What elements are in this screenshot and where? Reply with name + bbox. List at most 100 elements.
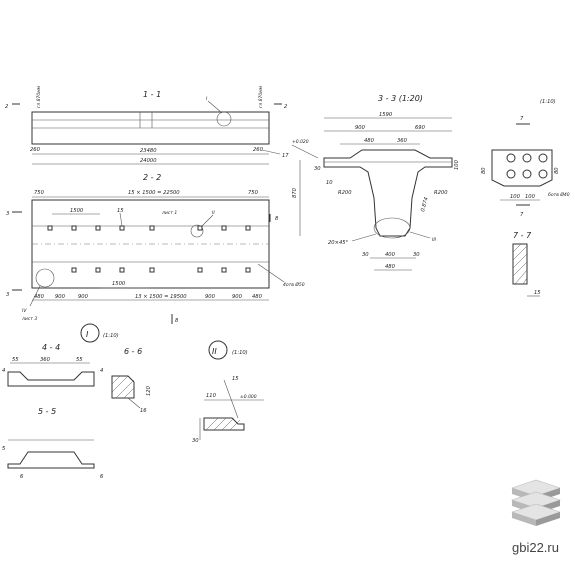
- dim-100-left: 100: [510, 194, 521, 200]
- vertical-note-left: гл 870мм: [36, 85, 42, 108]
- end-view: (1:10) 7 80 80 100 100 6отв Ø40 7: [481, 99, 570, 218]
- callout-label-3: III: [432, 237, 437, 243]
- callout-circle-2: [190, 224, 204, 238]
- brand-watermark[interactable]: gbi22.ru: [512, 540, 559, 555]
- label-holes-end: 6отв Ø40: [548, 191, 570, 198]
- dim-10: 10: [326, 180, 333, 186]
- profile-5-5: [7, 451, 95, 469]
- dim-900-2: 900: [78, 294, 89, 300]
- dim-15: 15: [117, 208, 124, 214]
- section-mark-7-top: 7: [520, 116, 524, 122]
- dim-15-detail: 15: [232, 376, 239, 382]
- dim-15-end: 15: [534, 290, 541, 296]
- dim-total-length: 24000: [140, 158, 157, 164]
- detail-2-scale: (1:10): [232, 350, 248, 356]
- dim-1590: 1590: [379, 112, 393, 118]
- dim-55-left: 55: [12, 357, 19, 363]
- title-section-6-6: 6 - 6: [124, 347, 142, 356]
- end-view-holes: [506, 153, 548, 179]
- section-mark-2-left: 2: [5, 104, 8, 110]
- title-section-4-4: 4 - 4: [42, 343, 60, 352]
- cross-section-3-3: 3 - 3 (1:20) 1590 900 690 480 360 +0.020…: [291, 94, 460, 271]
- dim-690: 690: [415, 125, 426, 131]
- section-mark-8-top: 8: [275, 216, 279, 222]
- label-sheet-3: лист 3: [21, 316, 37, 322]
- dim-480-top: 480: [364, 138, 375, 144]
- dim-slope: 0.874: [420, 197, 430, 213]
- callout-circle-4: [35, 268, 55, 288]
- dim-end-right: 260: [253, 147, 264, 153]
- dim-1500-bottom: 1500: [112, 281, 126, 287]
- dim-100-right: 100: [525, 194, 536, 200]
- dim-900-1: 900: [55, 294, 66, 300]
- section-mark-7-bottom: 7: [520, 212, 524, 218]
- dim-r200-left: R200: [338, 190, 352, 196]
- dim-360-detail: 360: [40, 357, 51, 363]
- dim-30-detail: 30: [192, 438, 199, 444]
- dim-750-right: 750: [248, 190, 259, 196]
- level-0000: ±0.000: [240, 394, 257, 400]
- dim-55-right: 55: [76, 357, 83, 363]
- detail-2-label: II: [212, 347, 217, 356]
- level-0020: +0.020: [292, 139, 309, 145]
- dim-400: 400: [385, 252, 396, 258]
- section-7-7: 7 - 7 15: [512, 231, 541, 297]
- section-mark-5: 5: [2, 446, 6, 452]
- dim-1500: 1500: [70, 208, 84, 214]
- dim-900-4: 900: [232, 294, 243, 300]
- dim-chamfer: 20×45°: [328, 240, 349, 246]
- tbeam-profile: [323, 149, 453, 237]
- callout-ellipse-3: [373, 217, 411, 239]
- dim-120: 120: [146, 385, 152, 396]
- dim-r200-right: R200: [434, 190, 448, 196]
- dim-80-right: 80: [554, 167, 560, 174]
- dim-end-left: 260: [30, 147, 41, 153]
- detail-1-scale: (1:10): [103, 333, 119, 339]
- dim-480-bottom: 480: [385, 264, 396, 270]
- section-mark-4-left: 4: [2, 368, 5, 374]
- detail-1: I (1:10) 4 - 4 55 360 55 4 4 6 - 6 120 1…: [2, 323, 152, 480]
- dim-plan-bottom: 13 × 1500 = 19500: [135, 294, 187, 300]
- dim-6: 6: [100, 474, 104, 480]
- profile-detail-2: [203, 417, 245, 431]
- section-mark-8-bottom: 8: [175, 318, 179, 324]
- detail-1-circle: [80, 323, 100, 343]
- dim-80-left: 80: [481, 167, 487, 174]
- dim-30-right: 30: [413, 252, 420, 258]
- elevation-1-1: 1 - 1 I 2 2 гл 870мм гл 870мм 260 260 23…: [5, 85, 289, 165]
- title-section-5-5: 5 - 5: [38, 407, 56, 416]
- dim-900: 900: [355, 125, 366, 131]
- profile-4-4: [7, 371, 95, 387]
- dim-480-right: 480: [252, 294, 263, 300]
- profile-6-6: [111, 375, 135, 399]
- title-section-7-7: 7 - 7: [513, 231, 532, 240]
- end-view-outline: [491, 149, 553, 187]
- hatch-7-7: [512, 243, 528, 285]
- dim-480-left: 480: [34, 294, 45, 300]
- dim-plan-top: 15 × 1500 = 22500: [128, 190, 180, 196]
- title-section-2-2: 2 - 2: [143, 173, 161, 182]
- section-mark-3-bottom: 3: [6, 292, 9, 298]
- callout-label-1: I: [206, 96, 208, 102]
- end-view-scale: (1:10): [540, 99, 556, 105]
- dim-16: 16: [140, 408, 147, 414]
- label-holes: 4отв Ø50: [283, 281, 305, 288]
- plan-plates-top: [47, 225, 251, 231]
- callout-label-2: II: [212, 210, 215, 216]
- dim-870: 870: [292, 187, 298, 198]
- callout-label-4: IV: [22, 308, 27, 314]
- label-17: 17: [282, 153, 289, 159]
- dim-inner-length: 23480: [140, 148, 157, 154]
- plan-2-2: 2 - 2 750 15 × 1500 = 22500 750: [6, 173, 305, 324]
- section-mark-4-right: 4: [100, 368, 103, 374]
- dim-360: 360: [397, 138, 408, 144]
- title-section-1-1: 1 - 1: [143, 90, 161, 99]
- detail-2: II (1:10) 15 ±0.000 110 30: [192, 340, 264, 444]
- section-mark-2-right: 2: [284, 104, 287, 110]
- detail-2-circle: [208, 340, 228, 360]
- dim-900-3: 900: [205, 294, 216, 300]
- plan-plates-bottom: [71, 267, 251, 273]
- dim-30: 30: [314, 166, 321, 172]
- dim-100: 100: [454, 159, 460, 170]
